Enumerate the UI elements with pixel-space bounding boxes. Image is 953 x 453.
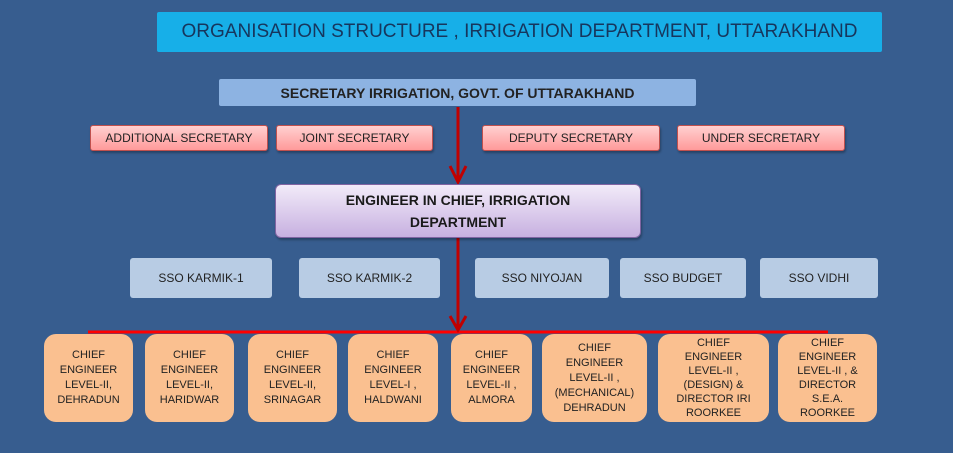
- sso-box: SSO BUDGET: [620, 258, 746, 298]
- chief-engineer-box: CHIEF ENGINEER LEVEL-I , HALDWANI: [348, 334, 438, 422]
- secretary-box: SECRETARY IRRIGATION, GOVT. OF UTTARAKHA…: [219, 79, 696, 106]
- chief-engineer-box: CHIEF ENGINEER LEVEL-II , (MECHANICAL) D…: [542, 334, 647, 422]
- under-secretary-box: UNDER SECRETARY: [677, 125, 845, 151]
- engineer-in-chief-box: ENGINEER IN CHIEF, IRRIGATION DEPARTMENT: [275, 184, 641, 238]
- joint-secretary-box: JOINT SECRETARY: [276, 125, 433, 151]
- additional-secretary-box: ADDITIONAL SECRETARY: [90, 125, 268, 151]
- chief-engineer-box: CHIEF ENGINEER LEVEL-II, SRINAGAR: [248, 334, 337, 422]
- sso-box: SSO NIYOJAN: [475, 258, 609, 298]
- arrow-head-eic: [448, 165, 468, 186]
- deputy-secretary-box: DEPUTY SECRETARY: [482, 125, 660, 151]
- sso-box: SSO KARMIK-1: [130, 258, 272, 298]
- sso-box: SSO KARMIK-2: [299, 258, 440, 298]
- page-title: ORGANISATION STRUCTURE , IRRIGATION DEPA…: [157, 12, 882, 52]
- chief-engineer-box: CHIEF ENGINEER LEVEL-II, DEHRADUN: [44, 334, 133, 422]
- chief-engineer-box: CHIEF ENGINEER LEVEL-II , & DIRECTOR S.E…: [778, 334, 877, 422]
- chief-engineer-box: CHIEF ENGINEER LEVEL-II , (DESIGN) & DIR…: [658, 334, 769, 422]
- sso-box: SSO VIDHI: [760, 258, 878, 298]
- arrow-head-ce: [448, 315, 468, 334]
- chief-engineer-box: CHIEF ENGINEER LEVEL-II , ALMORA: [451, 334, 532, 422]
- chief-engineer-box: CHIEF ENGINEER LEVEL-II, HARIDWAR: [145, 334, 234, 422]
- engineer-in-chief-label: ENGINEER IN CHIEF, IRRIGATION DEPARTMENT: [345, 192, 571, 230]
